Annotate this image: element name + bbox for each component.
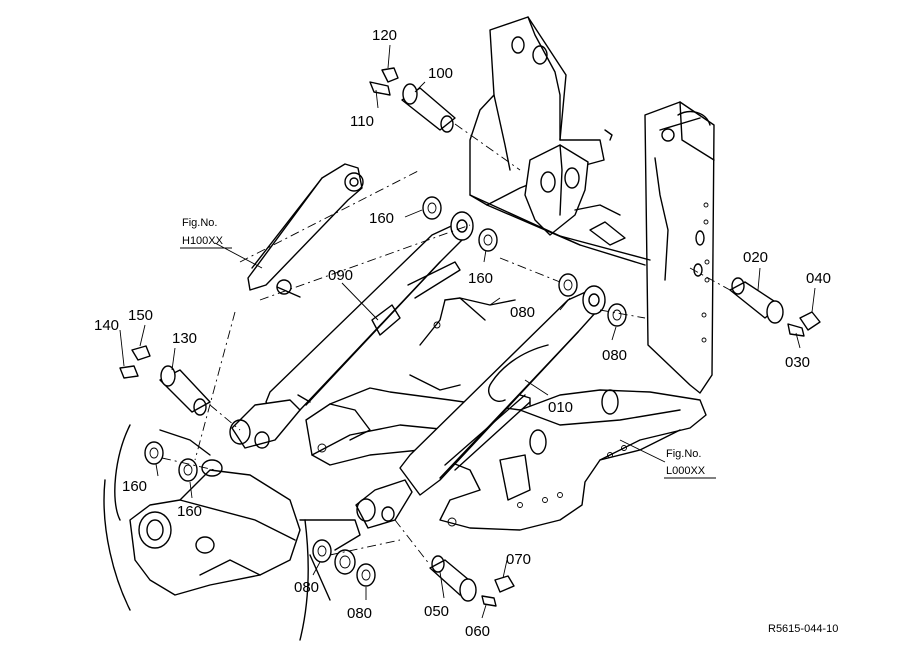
label-160-lower-right: 160 <box>177 503 202 520</box>
figure-ref-upper[interactable]: Fig.No. H100XX <box>180 217 232 249</box>
label-100: 100 <box>428 65 453 82</box>
label-160-lower-left: 160 <box>122 478 147 495</box>
label-060: 060 <box>465 623 490 640</box>
cylinder-090 <box>229 211 474 449</box>
pin-100-group <box>369 67 521 171</box>
label-090: 090 <box>328 267 353 284</box>
label-120: 120 <box>372 27 397 44</box>
label-080-right: 080 <box>602 347 627 364</box>
label-040: 040 <box>806 270 831 287</box>
label-080-upper: 080 <box>510 304 535 321</box>
label-130: 130 <box>172 330 197 347</box>
label-110: 110 <box>350 113 374 130</box>
label-140: 140 <box>94 317 119 334</box>
part-labels: 120 100 110 160 160 090 080 080 010 020 … <box>94 27 831 640</box>
drawing-code: R5615-044-10 <box>768 623 838 635</box>
cylinder-010 <box>355 285 606 529</box>
figure-ref-upper-number[interactable]: H100XX <box>182 235 224 247</box>
lower-arm <box>103 424 309 641</box>
label-020: 020 <box>743 249 768 266</box>
label-160-upper-right: 160 <box>468 270 493 287</box>
label-080-lower-left: 080 <box>294 579 319 596</box>
figure-ref-lower[interactable]: Fig.No. L000XX <box>664 448 716 479</box>
label-070: 070 <box>506 551 531 568</box>
label-150: 150 <box>128 307 153 324</box>
pin-130-group <box>119 345 241 431</box>
figure-ref-upper-title: Fig.No. <box>182 217 217 229</box>
main-frame <box>305 16 715 531</box>
label-010: 010 <box>548 399 573 416</box>
figure-ref-lower-number[interactable]: L000XX <box>666 465 706 477</box>
label-050: 050 <box>424 603 449 620</box>
leader-lines <box>119 44 816 619</box>
pin-020-group <box>689 267 821 337</box>
washers <box>144 196 627 587</box>
pin-050-group <box>394 519 515 607</box>
label-030: 030 <box>785 354 810 371</box>
figure-ref-lower-title: Fig.No. <box>666 448 701 460</box>
upper-arm <box>247 163 364 291</box>
label-080-lower-right: 080 <box>347 605 372 622</box>
label-160-upper-left: 160 <box>369 210 394 227</box>
alignment-guides <box>161 169 646 601</box>
